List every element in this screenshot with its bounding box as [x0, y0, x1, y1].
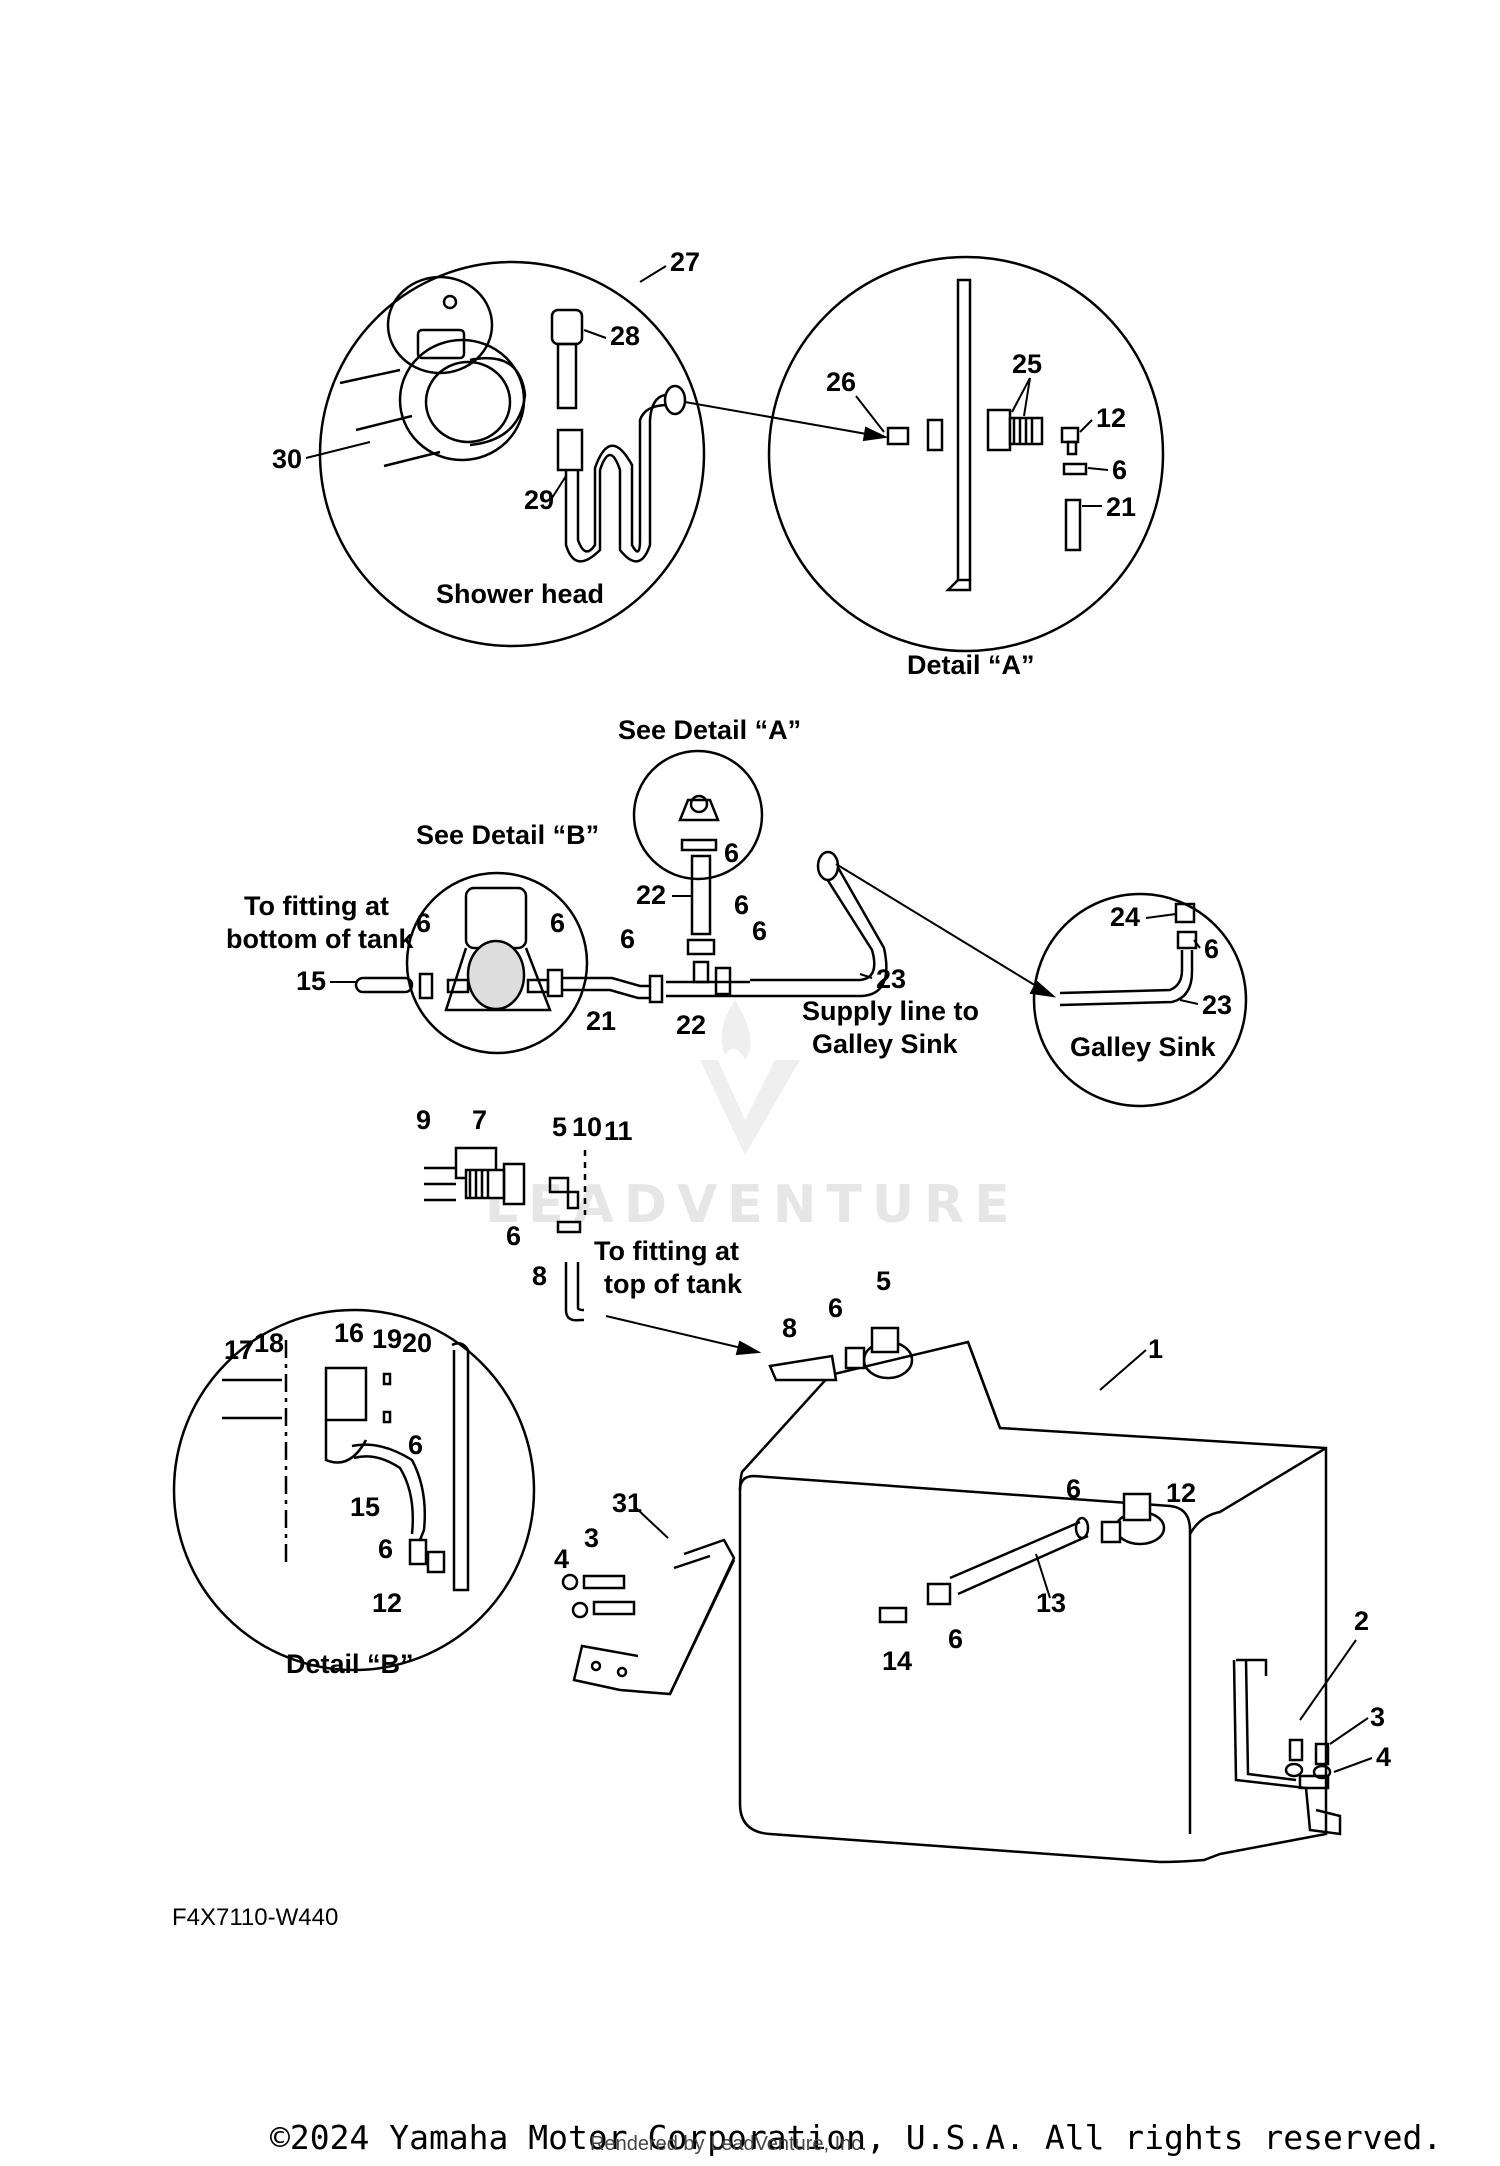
part-label-3-a: 3: [1370, 1702, 1385, 1732]
part-label-6-l: 6: [948, 1624, 963, 1654]
caption-shower-head: Shower head: [436, 579, 604, 609]
arrow-to-galley-sink: [835, 863, 1057, 998]
watermark: LEADVENTURE: [485, 1000, 1020, 1235]
part-label-6-h: 6: [1204, 934, 1219, 964]
caption-detail-b: Detail “B”: [286, 1649, 414, 1679]
part-label-2: 2: [1354, 1606, 1369, 1636]
part-label-3-b: 3: [584, 1523, 599, 1553]
caption-supply-line-1: Supply line to: [802, 996, 979, 1026]
rendered-by-notice: Rendered by LeadVenture, Inc.: [590, 2133, 867, 2155]
caption-to-fitting-top-2: top of tank: [604, 1269, 743, 1299]
part-labels: 27 28 30 29 25 26 12 6 21 6 22 6 6 6 6 6…: [224, 247, 1391, 1772]
part-label-1: 1: [1148, 1334, 1163, 1364]
part-label-6-j: 6: [828, 1293, 843, 1323]
part-label-7: 7: [472, 1105, 487, 1135]
part-label-6-c: 6: [734, 890, 749, 920]
caption-to-fitting-bottom-1: To fitting at: [244, 891, 389, 921]
diagram-code: F4X7110-W440: [172, 1904, 338, 1931]
arrow-to-tank-top: [605, 1315, 762, 1356]
part-label-21-a: 21: [1106, 492, 1136, 522]
part-label-6-d: 6: [752, 916, 767, 946]
detail-a-view: [767, 255, 1165, 653]
part-label-17: 17: [224, 1335, 254, 1365]
part-label-22-a: 22: [636, 880, 666, 910]
bracket-31: [561, 1538, 736, 1696]
part-label-11: 11: [604, 1116, 633, 1146]
part-label-4-b: 4: [554, 1544, 569, 1574]
caption-to-fitting-bottom-2: bottom of tank: [226, 924, 414, 954]
part-label-12-b: 12: [1166, 1478, 1196, 1508]
part-label-13: 13: [1036, 1588, 1066, 1618]
copyright-notice: ©2024 Yamaha Motor Corporation, U.S.A. A…: [270, 2118, 1443, 2157]
part-label-8-b: 8: [782, 1313, 797, 1343]
captions: Shower head Detail “A” See Detail “A” Se…: [172, 579, 1217, 1931]
part-label-16: 16: [334, 1318, 364, 1348]
part-label-8-a: 8: [532, 1261, 547, 1291]
part-label-23-b: 23: [1202, 990, 1232, 1020]
part-label-5-a: 5: [552, 1112, 567, 1142]
part-label-23-a: 23: [876, 964, 906, 994]
part-label-6-i: 6: [506, 1221, 521, 1251]
part-label-12-c: 12: [372, 1588, 402, 1618]
part-label-14: 14: [882, 1646, 912, 1676]
fitting-assembly: [424, 1146, 587, 1322]
supply-piping: [354, 749, 1248, 1108]
part-label-19: 19: [372, 1324, 402, 1354]
part-label-28: 28: [610, 321, 640, 351]
part-label-10: 10: [572, 1112, 602, 1142]
leader-lines: [305, 265, 1373, 1773]
part-label-12-a: 12: [1096, 403, 1126, 433]
part-label-29: 29: [524, 485, 554, 515]
part-label-6-k: 6: [1066, 1474, 1081, 1504]
part-label-15-a: 15: [296, 966, 326, 996]
watermark-text: LEADVENTURE: [485, 1175, 1020, 1235]
part-label-24: 24: [1110, 902, 1140, 932]
caption-see-detail-b: See Detail “B”: [416, 820, 599, 850]
part-label-6-m: 6: [408, 1430, 423, 1460]
part-label-6-a: 6: [1112, 455, 1127, 485]
caption-see-detail-a: See Detail “A”: [618, 715, 801, 745]
part-label-6-e: 6: [416, 908, 431, 938]
water-tank: [738, 1326, 1342, 1864]
part-label-4-a: 4: [1376, 1742, 1391, 1772]
part-label-6-n: 6: [378, 1534, 393, 1564]
part-label-20: 20: [402, 1328, 432, 1358]
part-label-5-b: 5: [876, 1266, 891, 1296]
part-label-6-f: 6: [550, 908, 565, 938]
caption-to-fitting-top-1: To fitting at: [594, 1236, 739, 1266]
arrow-to-detail-a: [684, 401, 889, 442]
part-label-21-b: 21: [586, 1006, 616, 1036]
part-label-6-g: 6: [620, 924, 635, 954]
caption-galley-sink: Galley Sink: [1070, 1032, 1217, 1062]
part-label-26: 26: [826, 367, 856, 397]
part-label-15-b: 15: [350, 1492, 380, 1522]
part-label-27: 27: [670, 247, 700, 277]
part-label-25: 25: [1012, 349, 1042, 379]
part-label-22-b: 22: [676, 1010, 706, 1040]
caption-supply-line-2: Galley Sink: [812, 1029, 959, 1059]
part-label-6-b: 6: [724, 838, 739, 868]
detail-b-view: [172, 1308, 536, 1672]
part-label-31: 31: [612, 1488, 642, 1518]
part-label-30: 30: [272, 444, 302, 474]
caption-detail-a: Detail “A”: [907, 650, 1035, 680]
part-label-9: 9: [416, 1105, 431, 1135]
part-label-18: 18: [254, 1328, 284, 1358]
